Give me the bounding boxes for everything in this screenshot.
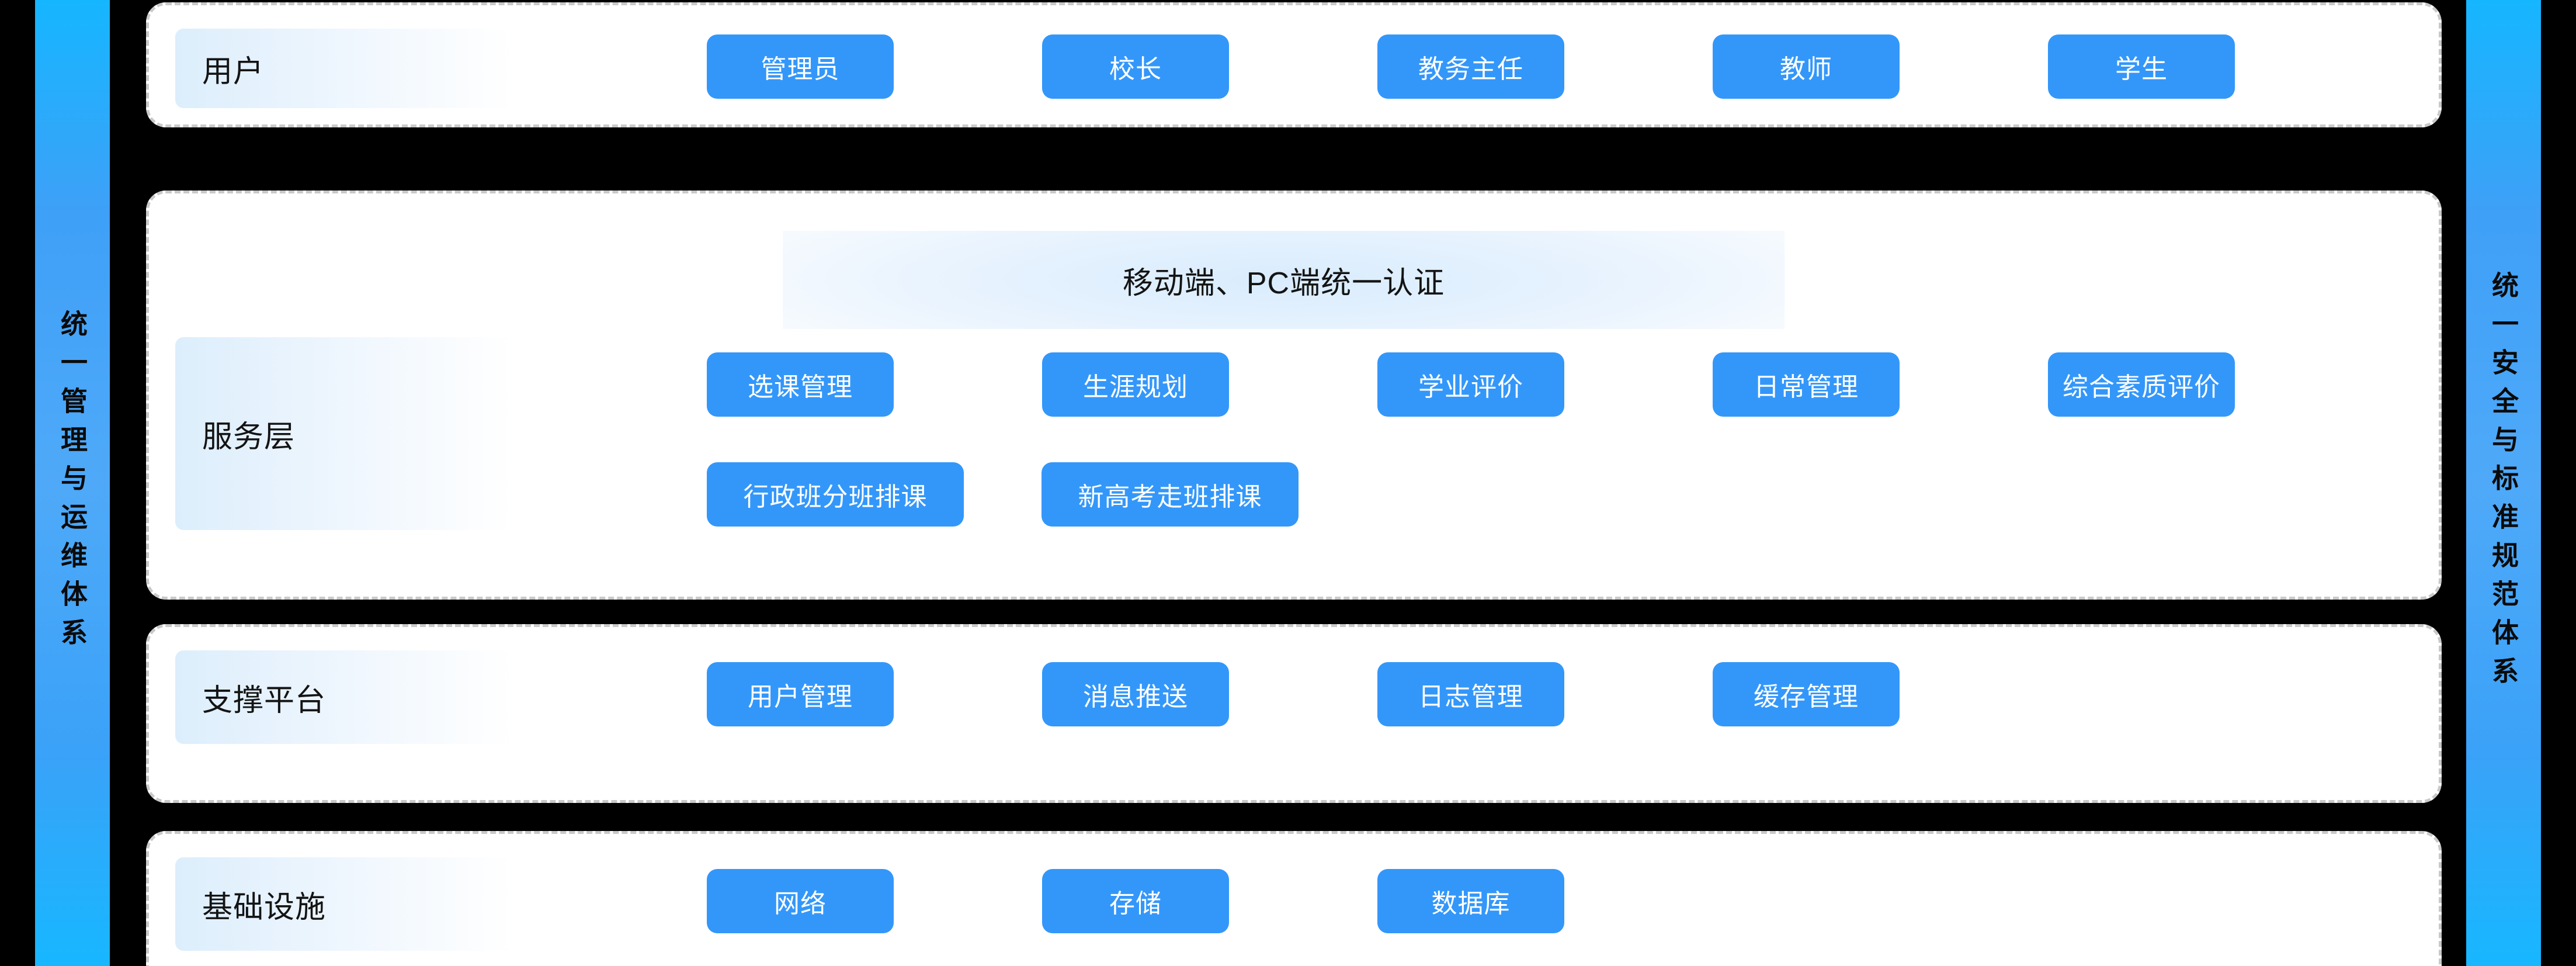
unified-auth-banner: 移动端、PC端统一认证 — [783, 231, 1785, 329]
unified-auth-banner-text: 移动端、PC端统一认证 — [1122, 266, 1445, 300]
infra-network[interactable]: 网络 — [707, 869, 894, 933]
user-role-student[interactable]: 学生 — [2048, 34, 2235, 99]
user-role-principal[interactable]: 校长 — [1042, 34, 1229, 99]
service-daily-management[interactable]: 日常管理 — [1713, 352, 1900, 417]
layer-label-service: 服务层 — [175, 337, 514, 530]
left-rail-unified-management: 统一管理与运维体系 — [35, 0, 110, 966]
layer-card-infrastructure: 基础设施 网络 存储 数据库 — [146, 831, 2442, 966]
layer-stack: 用户 管理员 校长 教务主任 教师 学生 移动端、PC端统一认证 服务层 选课管… — [146, 0, 2442, 966]
infra-storage[interactable]: 存储 — [1042, 869, 1229, 933]
service-gaokao-class-scheduling[interactable]: 新高考走班排课 — [1041, 462, 1299, 527]
layer-card-users: 用户 管理员 校长 教务主任 教师 学生 — [146, 2, 2442, 127]
support-message-push[interactable]: 消息推送 — [1042, 662, 1229, 726]
layer-label-service-text: 服务层 — [202, 420, 296, 454]
layer-label-infrastructure: 基础设施 — [175, 857, 514, 951]
layer-label-users: 用户 — [175, 29, 514, 108]
layer-card-service: 移动端、PC端统一认证 服务层 选课管理 生涯规划 学业评价 日常管理 综合素质… — [146, 191, 2442, 600]
support-log-management[interactable]: 日志管理 — [1377, 662, 1564, 726]
support-user-management[interactable]: 用户管理 — [707, 662, 894, 726]
right-rail-unified-security: 统一安全与标准规范体系 — [2466, 0, 2541, 966]
layer-label-support-text: 支撑平台 — [202, 683, 327, 718]
user-role-teacher[interactable]: 教师 — [1713, 34, 1900, 99]
service-admin-class-scheduling[interactable]: 行政班分班排课 — [707, 462, 964, 527]
service-academic-evaluation[interactable]: 学业评价 — [1377, 352, 1564, 417]
support-cache-management[interactable]: 缓存管理 — [1713, 662, 1900, 726]
layer-label-support: 支撑平台 — [175, 650, 514, 744]
infra-database[interactable]: 数据库 — [1377, 869, 1564, 933]
user-role-admin[interactable]: 管理员 — [707, 34, 894, 99]
left-rail-label: 统一管理与运维体系 — [57, 309, 88, 657]
user-role-academic-dean[interactable]: 教务主任 — [1377, 34, 1564, 99]
service-career-planning[interactable]: 生涯规划 — [1042, 352, 1229, 417]
right-rail-label: 统一安全与标准规范体系 — [2488, 271, 2519, 695]
layer-label-users-text: 用户 — [202, 54, 265, 89]
service-course-selection[interactable]: 选课管理 — [707, 352, 894, 417]
layer-card-support: 支撑平台 用户管理 消息推送 日志管理 缓存管理 — [146, 624, 2442, 803]
layer-label-infrastructure-text: 基础设施 — [202, 890, 327, 925]
service-comprehensive-quality[interactable]: 综合素质评价 — [2048, 352, 2235, 417]
